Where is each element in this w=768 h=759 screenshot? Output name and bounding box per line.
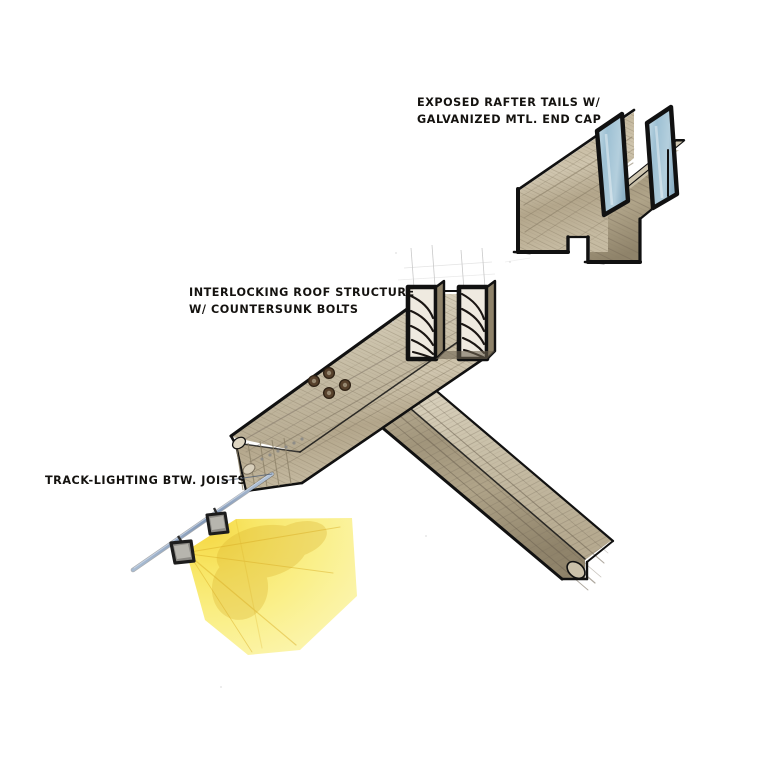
galvanized-end-cap-2 (644, 104, 680, 211)
annotation-rafter-tails-line1: EXPOSED RAFTER TAILS W/ (417, 96, 601, 109)
countersunk-bolt (338, 378, 352, 392)
annotation-interlocking-line1: INTERLOCKING ROOF STRUCTURE (189, 286, 415, 299)
track-rail (130, 471, 275, 573)
main-beam-grain (239, 291, 495, 481)
annotation-interlocking-structure: INTERLOCKING ROOF STRUCTURE W/ COUNTERSU… (189, 286, 415, 316)
countersunk-bolt (307, 374, 321, 388)
annotation-track-lighting-line1: TRACK-LIGHTING BTW. JOISTS (45, 474, 246, 487)
countersunk-bolt (322, 386, 336, 400)
rafter-tail-notch (568, 238, 590, 262)
annotation-rafter-tails: EXPOSED RAFTER TAILS W/ GALVANIZED MTL. … (417, 96, 601, 126)
annotation-interlocking-line2: W/ COUNTERSUNK BOLTS (189, 303, 358, 316)
leader-lines (221, 473, 273, 482)
end-grain-member-2 (456, 279, 497, 362)
roof-joint-assembly (229, 279, 615, 591)
rafter-tail-assembly (512, 104, 686, 265)
countersunk-bolt (322, 366, 336, 380)
galvanized-end-cap-1 (594, 111, 631, 218)
construction-lines (397, 244, 531, 291)
beam-left-end-laminations (231, 436, 292, 491)
crossing-beam-grain (378, 384, 609, 591)
annotation-labels: EXPOSED RAFTER TAILS W/ GALVANIZED MTL. … (45, 96, 601, 487)
member-shadow-slab (436, 351, 495, 359)
track-light-head-lower (169, 535, 196, 565)
rafter-tail-foot-ticks (512, 250, 606, 265)
crossing-beam-end-cap (566, 560, 586, 580)
crossing-beam-ink (370, 375, 615, 581)
rafter-tail-front-ink (516, 108, 670, 264)
countersunk-screw-line (260, 437, 304, 461)
countersunk-bolts (307, 366, 352, 400)
rafter-tail-rear-ink (667, 139, 685, 197)
crossing-beam (372, 378, 612, 578)
track-light-head-upper (205, 507, 230, 536)
annotation-track-lighting: TRACK-LIGHTING BTW. JOISTS (45, 474, 246, 487)
annotation-rafter-tails-line2: GALVANIZED MTL. END CAP (417, 113, 601, 126)
paper-specks (220, 252, 511, 688)
light-cone (186, 518, 357, 655)
track-lighting-assembly (130, 471, 357, 655)
leader-line-track-lighting (221, 473, 273, 482)
